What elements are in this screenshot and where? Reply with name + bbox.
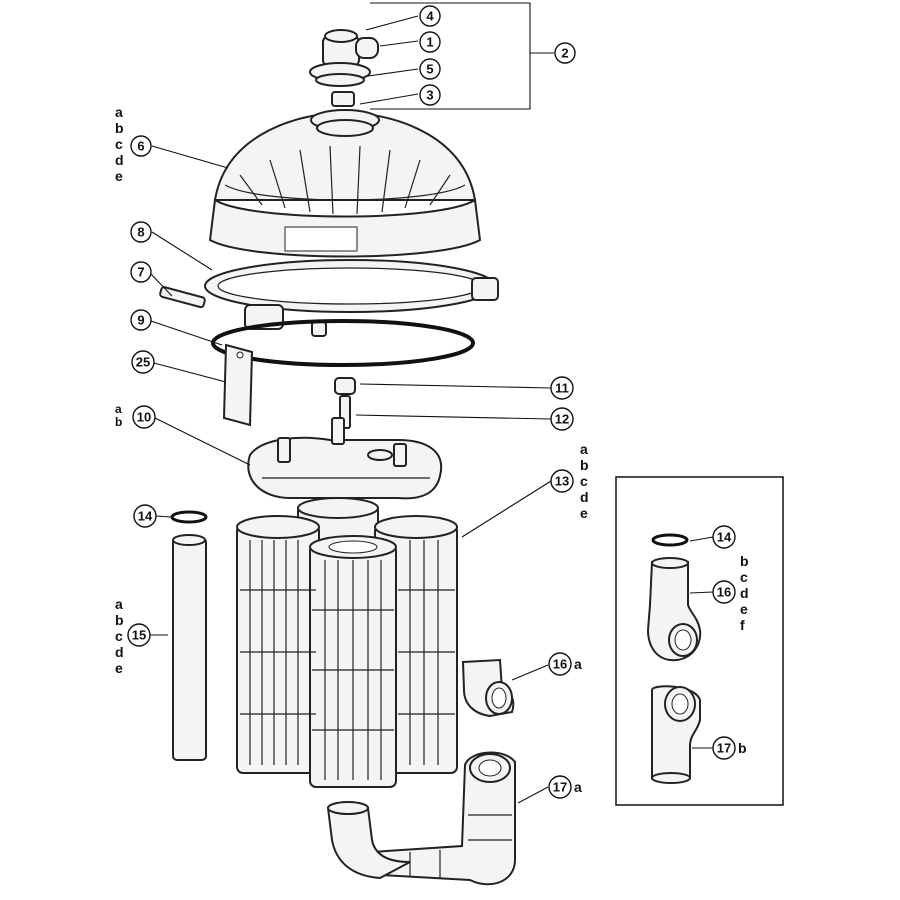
svg-text:b: b bbox=[115, 415, 122, 429]
svg-text:5: 5 bbox=[426, 62, 433, 77]
svg-text:12: 12 bbox=[555, 412, 569, 427]
callout-17a: 17 bbox=[548, 775, 572, 799]
callout-10: 10 bbox=[132, 405, 156, 429]
svg-text:14: 14 bbox=[717, 530, 732, 545]
callout-14: 14 bbox=[133, 504, 157, 528]
svg-text:a: a bbox=[115, 104, 123, 120]
svg-text:15: 15 bbox=[132, 628, 146, 643]
svg-text:d: d bbox=[580, 489, 589, 505]
svg-text:7: 7 bbox=[137, 265, 144, 280]
callout-11: 11 bbox=[550, 376, 574, 400]
svg-text:c: c bbox=[580, 473, 588, 489]
callout-9: 9 bbox=[130, 309, 152, 331]
svg-text:b: b bbox=[115, 612, 124, 628]
cartridge-manifold bbox=[247, 417, 443, 500]
tank-lid bbox=[208, 109, 482, 258]
suffix-6: a b c d e bbox=[115, 104, 124, 184]
svg-text:a: a bbox=[115, 402, 122, 416]
tank-o-ring bbox=[211, 319, 475, 367]
svg-text:9: 9 bbox=[137, 313, 144, 328]
callout-4: 4 bbox=[419, 5, 441, 27]
callout-3: 3 bbox=[419, 84, 441, 106]
callout-5: 5 bbox=[419, 58, 441, 80]
svg-text:1: 1 bbox=[426, 35, 433, 50]
svg-text:14: 14 bbox=[138, 509, 153, 524]
callout-1: 1 bbox=[419, 31, 441, 53]
svg-text:8: 8 bbox=[137, 225, 144, 240]
callout-16-inset: 16 bbox=[712, 580, 736, 604]
alternate-parts-inset bbox=[615, 476, 784, 806]
elbow-fitting bbox=[461, 658, 515, 718]
callout-15: 15 bbox=[127, 623, 151, 647]
svg-text:6: 6 bbox=[137, 139, 144, 154]
suffix-17-inset: b bbox=[738, 740, 747, 756]
outlet-pipe-assembly bbox=[326, 751, 516, 886]
svg-text:d: d bbox=[740, 585, 749, 601]
air-relief-valve-assembly bbox=[309, 29, 379, 107]
svg-text:2: 2 bbox=[561, 46, 568, 61]
svg-text:e: e bbox=[740, 601, 748, 617]
svg-text:11: 11 bbox=[555, 381, 569, 396]
svg-text:3: 3 bbox=[426, 88, 433, 103]
svg-text:d: d bbox=[115, 152, 124, 168]
callout-2: 2 bbox=[554, 42, 576, 64]
svg-text:4: 4 bbox=[426, 9, 434, 24]
svg-text:a: a bbox=[580, 441, 588, 457]
suffix-17a: a bbox=[574, 779, 582, 795]
callout-14-inset: 14 bbox=[712, 525, 736, 549]
svg-text:d: d bbox=[115, 644, 124, 660]
svg-text:17: 17 bbox=[553, 780, 567, 795]
leader-lines bbox=[149, 2, 714, 804]
svg-text:c: c bbox=[740, 569, 748, 585]
clamp-ring bbox=[159, 259, 499, 337]
svg-text:25: 25 bbox=[136, 355, 150, 370]
callout-7: 7 bbox=[130, 261, 152, 283]
svg-text:e: e bbox=[115, 660, 123, 676]
svg-text:b: b bbox=[115, 120, 124, 136]
svg-text:e: e bbox=[115, 168, 123, 184]
svg-text:10: 10 bbox=[137, 410, 151, 425]
filter-cartridges bbox=[236, 497, 458, 788]
suffix-16a: a bbox=[574, 656, 582, 672]
inset-parts bbox=[646, 533, 702, 784]
svg-text:16: 16 bbox=[553, 657, 567, 672]
suffix-15: a b c d e bbox=[115, 596, 124, 676]
suffix-10: a b bbox=[115, 402, 122, 429]
callout-13: 13 bbox=[550, 469, 574, 493]
svg-text:b: b bbox=[580, 457, 589, 473]
callout-6: 6 bbox=[130, 135, 152, 157]
svg-text:c: c bbox=[115, 628, 123, 644]
svg-text:c: c bbox=[115, 136, 123, 152]
callout-12: 12 bbox=[550, 407, 574, 431]
svg-text:16: 16 bbox=[717, 585, 731, 600]
svg-text:13: 13 bbox=[555, 474, 569, 489]
callout-17-inset: 17 bbox=[712, 736, 736, 760]
suffix-16-inset: b c d e f bbox=[740, 553, 749, 633]
warning-tag bbox=[222, 343, 254, 427]
callout-25: 25 bbox=[131, 350, 155, 374]
o-ring-and-pipe bbox=[170, 510, 208, 761]
svg-text:17: 17 bbox=[717, 741, 731, 756]
svg-text:e: e bbox=[580, 505, 588, 521]
svg-text:f: f bbox=[740, 617, 745, 633]
callout-16a: 16 bbox=[548, 652, 572, 676]
svg-text:b: b bbox=[740, 553, 749, 569]
svg-text:a: a bbox=[115, 596, 123, 612]
suffix-13: a b c d e bbox=[580, 441, 589, 521]
callout-8: 8 bbox=[130, 221, 152, 243]
